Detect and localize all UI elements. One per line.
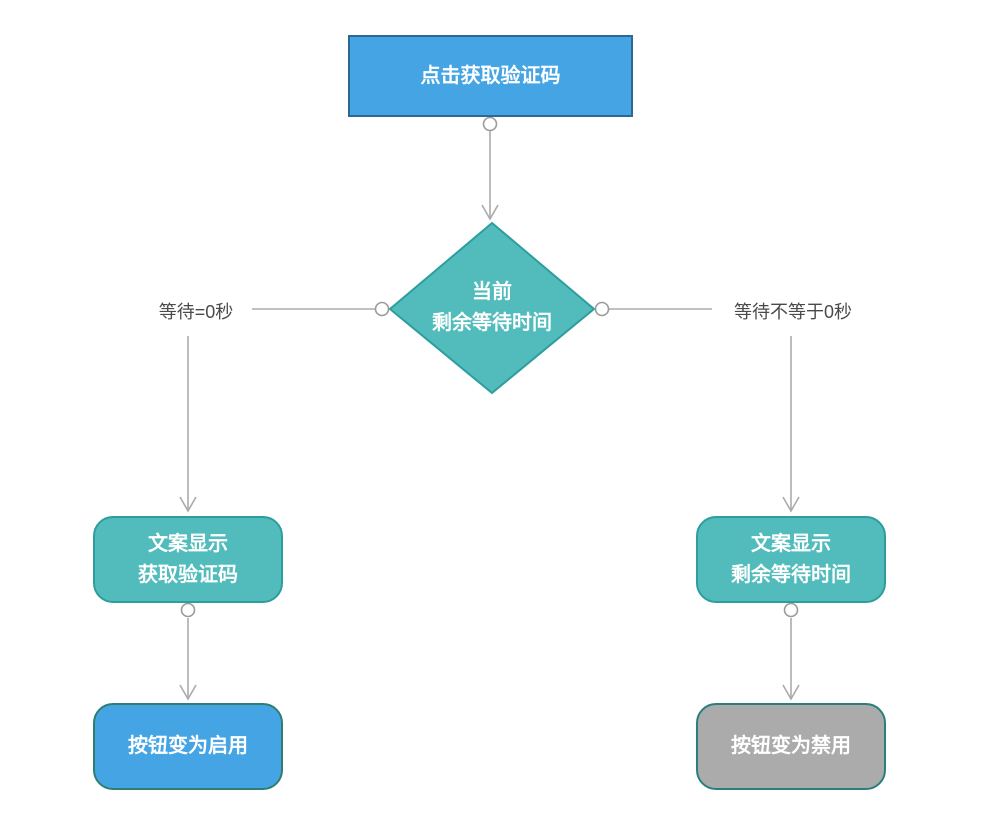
decision-diamond-shape: [388, 221, 596, 395]
start-node-label: 点击获取验证码: [420, 64, 561, 87]
right-action-line1: 文案显示: [751, 532, 831, 555]
right-result-label: 按钮变为禁用: [731, 735, 851, 757]
left-action-node: 文案显示 获取验证码: [93, 516, 283, 603]
left-result-label: 按钮变为启用: [128, 735, 248, 757]
right-action-line2: 剩余等待时间: [731, 563, 851, 586]
decision-label-line2: 剩余等待时间: [432, 312, 552, 334]
port-decision-left: [374, 301, 390, 317]
left-result-node: 按钮变为启用: [93, 703, 283, 790]
right-condition-label: 等待不等于0秒: [729, 296, 857, 326]
port-right-action-bottom: [783, 602, 799, 618]
left-action-line1: 文案显示: [148, 532, 228, 555]
port-start-bottom: [482, 116, 498, 132]
left-condition-label: 等待=0秒: [154, 296, 238, 326]
start-node: 点击获取验证码: [348, 35, 633, 117]
decision-node-label: 当前 剩余等待时间: [392, 277, 592, 339]
left-action-line2: 获取验证码: [138, 563, 238, 586]
port-decision-right: [594, 301, 610, 317]
right-result-node: 按钮变为禁用: [696, 703, 886, 790]
port-left-action-bottom: [180, 602, 196, 618]
right-action-node: 文案显示 剩余等待时间: [696, 516, 886, 603]
decision-label-line1: 当前: [472, 281, 512, 303]
